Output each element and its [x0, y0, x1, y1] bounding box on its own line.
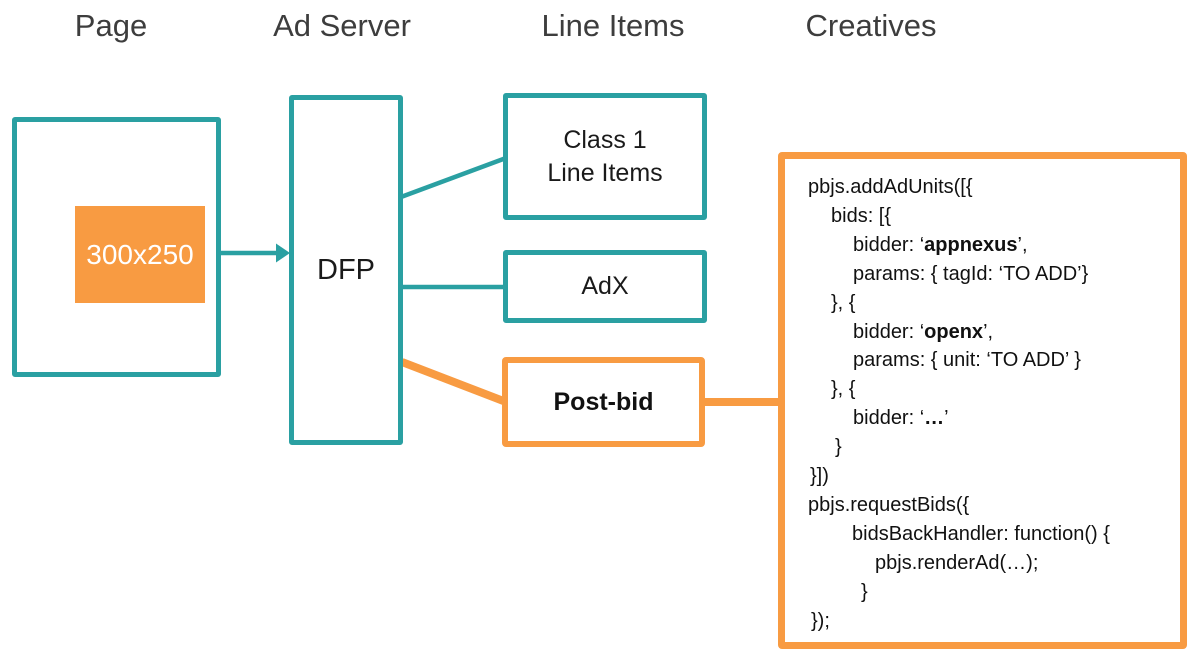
code-line: }); [811, 609, 830, 632]
code-line: bidder: ‘openx’, [853, 320, 994, 343]
column-header-creatives: Creatives [805, 8, 937, 43]
line-dfp-to-postbid [400, 358, 508, 406]
column-header-page: Page [74, 8, 148, 43]
class1-label-line1: Class 1 [563, 125, 647, 154]
column-header-ad-server: Ad Server [273, 8, 411, 43]
code-line: params: { unit: ‘TO ADD’ } [853, 349, 1081, 372]
code-line: bids: [{ [831, 204, 892, 227]
code-line: pbjs.renderAd(…); [875, 551, 1039, 574]
code-line: bidder: ‘…’ [853, 407, 949, 430]
code-line: }]) [810, 465, 829, 488]
creatives-code-box: pbjs.addAdUnits([{ bids: [{ bidder: ‘appne… [778, 152, 1187, 649]
line-dfp-to-class1 [400, 155, 507, 200]
code-line: }, { [831, 378, 856, 401]
code-line: bidsBackHandler: function() { [852, 522, 1110, 545]
code-line: pbjs.addAdUnits([{ [808, 176, 973, 198]
code-line: } [861, 580, 868, 603]
code-line: params: { tagId: ‘TO ADD’} [853, 262, 1089, 285]
column-header-line-items: Line Items [541, 8, 685, 43]
code-line: bidder: ‘appnexus’, [853, 233, 1028, 256]
adx-box: AdX [503, 250, 707, 323]
dfp-label: DFP [317, 253, 375, 286]
adx-label: AdX [581, 272, 629, 300]
code-line: } [835, 436, 842, 459]
postbid-box: Post-bid [502, 357, 705, 447]
code-block: pbjs.addAdUnits([{ bids: [{ bidder: ‘appne… [808, 173, 1170, 636]
class1-label-line2: Line Items [547, 158, 663, 187]
page-box: 300x250 [12, 117, 221, 377]
class1-line-items-box: Class 1 Line Items [503, 93, 707, 220]
ad-slot-300x250: 300x250 [75, 206, 205, 303]
code-line: }, { [831, 291, 856, 314]
dfp-box: DFP [289, 95, 403, 445]
postbid-label: Post-bid [553, 387, 654, 416]
code-line: pbjs.requestBids({ [808, 493, 970, 516]
